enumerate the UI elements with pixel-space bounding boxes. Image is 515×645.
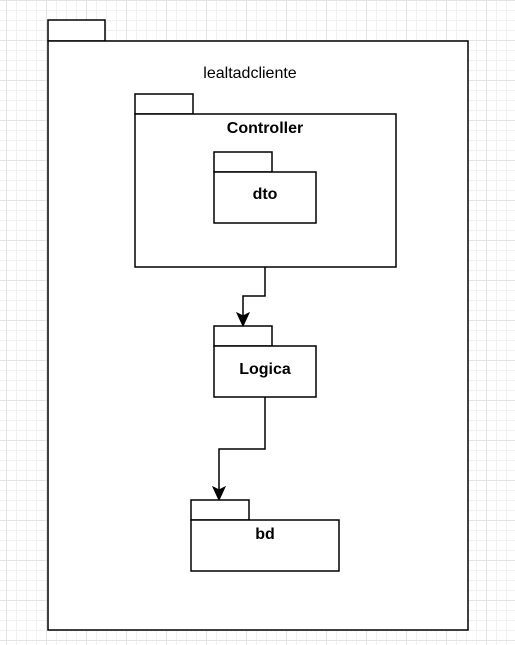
outer-package-label: lealtadcliente (203, 65, 297, 82)
connector-line (242, 267, 266, 316)
controller-package-tab (134, 93, 194, 115)
bd-package-body (190, 519, 340, 572)
dto-package-tab (213, 151, 273, 173)
connector-line (218, 397, 266, 490)
dto-package-label: dto (253, 186, 278, 203)
logica-package-label: Logica (239, 361, 291, 378)
dto-package[interactable]: dto (213, 151, 317, 224)
outer-package-tab (47, 19, 106, 42)
connector-controller-to-logica (235, 267, 266, 328)
arrowhead-icon (235, 311, 251, 328)
bd-package-tab (190, 499, 250, 521)
dto-package-body (213, 171, 317, 224)
bd-package[interactable]: bd (190, 499, 340, 572)
arrowhead-icon (211, 485, 227, 502)
bd-package-label: bd (255, 526, 275, 543)
logica-package[interactable]: Logica (213, 325, 317, 398)
logica-package-body (213, 345, 317, 398)
logica-package-tab (213, 325, 273, 347)
controller-package-label: Controller (227, 120, 303, 137)
connector-logica-to-bd (211, 397, 266, 502)
